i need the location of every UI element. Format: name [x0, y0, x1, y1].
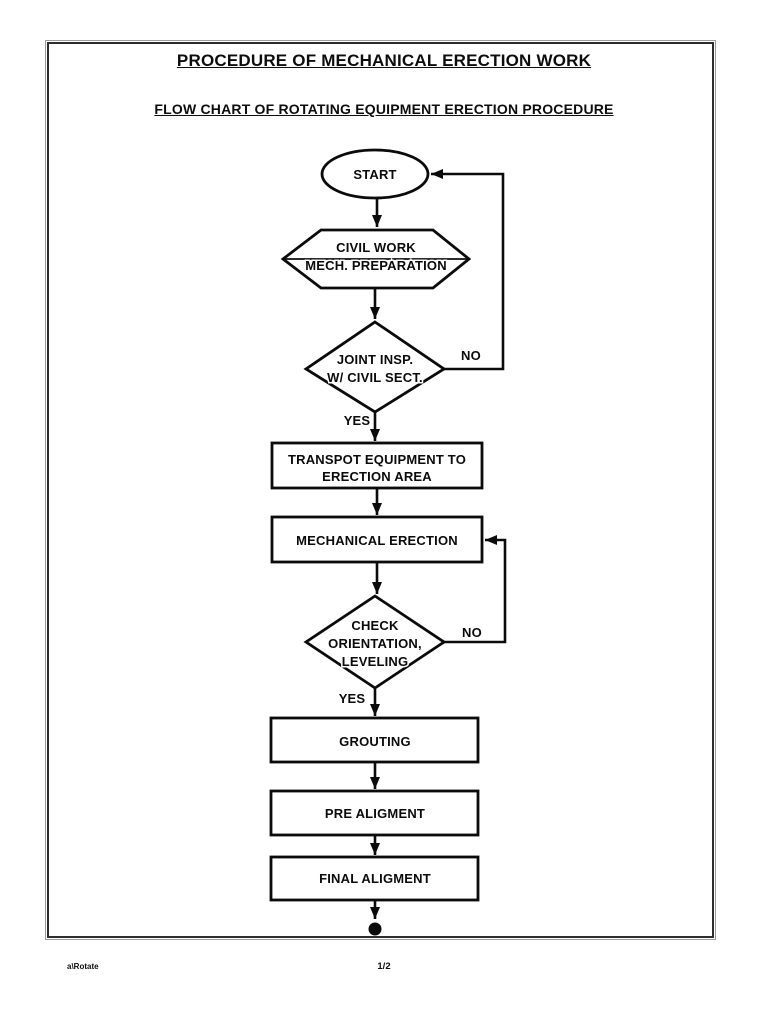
end-terminator-dot [368, 922, 382, 936]
process2-label: MECHANICAL ERECTION [296, 533, 458, 548]
page-title: PROCEDURE OF MECHANICAL ERECTION WORK [176, 51, 592, 70]
decision2-label-line2: ORIENTATION, [328, 636, 422, 651]
decision1-no-label: NO [461, 348, 481, 363]
footer-filename: a\Rotate [67, 962, 99, 971]
process1-label-line1: TRANSPOT EQUIPMENT TO [288, 452, 466, 467]
connector-decision2-no-loop [444, 535, 507, 644]
decision1-label-line1: JOINT INSP. [337, 352, 413, 367]
decision2-diamond [303, 594, 447, 690]
decision2-label-line1: CHECK [351, 618, 399, 633]
decision1-label-line2: W/ CIVIL SECT. [327, 370, 423, 385]
process1-box [270, 441, 484, 490]
footer-page-number: 1/2 [377, 961, 391, 972]
decision1-yes-label: YES [344, 413, 371, 428]
decision1-diamond [303, 320, 447, 414]
process4-box [269, 789, 480, 837]
process5-label: FINAL ALIGMENT [319, 871, 431, 886]
connector-decision1-no-loop [431, 169, 505, 371]
start-label: START [353, 167, 396, 182]
process3-box [269, 716, 480, 764]
decision2-no-label: NO [462, 625, 482, 640]
process4-label: PRE ALIGMENT [325, 806, 425, 821]
process5-box [269, 855, 480, 902]
decision2-yes-label: YES [339, 691, 366, 706]
page-subtitle: FLOW CHART OF ROTATING EQUIPMENT ERECTIO… [154, 101, 614, 117]
process2-box [270, 515, 484, 564]
preparation-label-line1: CIVIL WORK [336, 240, 416, 255]
decision2-label-line3: LEVELING [342, 654, 409, 669]
process1-label-line2: ERECTION AREA [322, 469, 432, 484]
preparation-label-line2: MECH. PREPARATION [305, 258, 447, 273]
process3-label: GROUTING [339, 734, 411, 749]
start-terminator [320, 148, 430, 200]
